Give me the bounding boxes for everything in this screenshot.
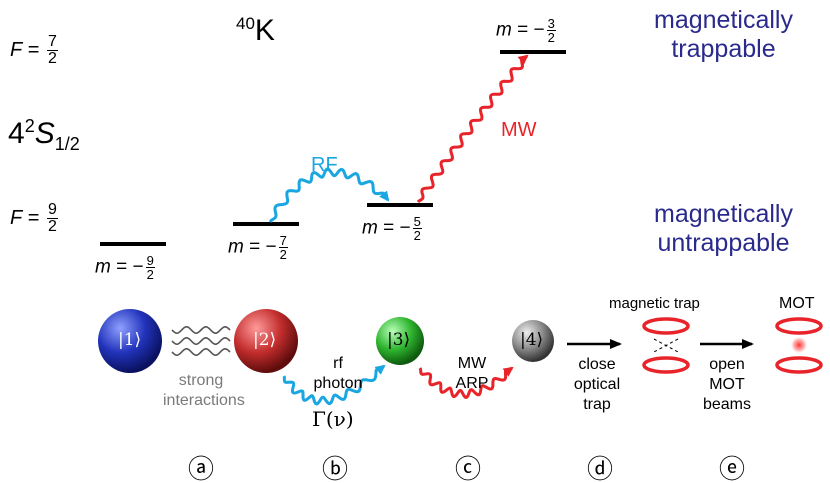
step-a-marker: ⓐ: [188, 455, 215, 483]
state-1-label: |1⟩: [118, 330, 142, 350]
magnetic-trap-icon: [642, 317, 690, 374]
mot-icon: [775, 317, 823, 374]
mw-label: MW: [501, 119, 537, 141]
term-symbol: 42S1/2: [8, 116, 80, 154]
state-2-label: |2⟩: [253, 330, 277, 350]
mw-transition-arrow: [416, 54, 529, 203]
mw-arp-arrow: [418, 366, 514, 399]
interaction-wave-line: [171, 325, 231, 335]
interaction-wave-line: [171, 336, 231, 346]
step-c-marker: ⓒ: [455, 455, 482, 483]
step-d-marker: ⓓ: [587, 455, 614, 483]
state-3-label: |3⟩: [387, 330, 411, 350]
state-3-sphere: [376, 317, 424, 365]
state-1-sphere: [98, 309, 162, 373]
step-e-marker: ⓔ: [719, 455, 746, 483]
magnetic-trap-label: magnetic trap: [609, 295, 700, 312]
state-4-sphere: [512, 320, 554, 362]
mot-label: MOT: [779, 295, 815, 312]
rf-photon-arrow: [282, 364, 386, 406]
gamma-nu-label: Γ(ν): [312, 407, 354, 431]
state-2-sphere: [234, 309, 298, 373]
step-b-marker: ⓑ: [322, 455, 349, 483]
interaction-waves: [171, 325, 231, 357]
state-4-label: |4⟩: [520, 330, 544, 350]
rf-transition-arrow: [268, 167, 390, 223]
isotope-label: 40K: [236, 14, 275, 47]
interaction-wave-line: [171, 347, 231, 357]
rf-label: RF: [311, 154, 338, 176]
